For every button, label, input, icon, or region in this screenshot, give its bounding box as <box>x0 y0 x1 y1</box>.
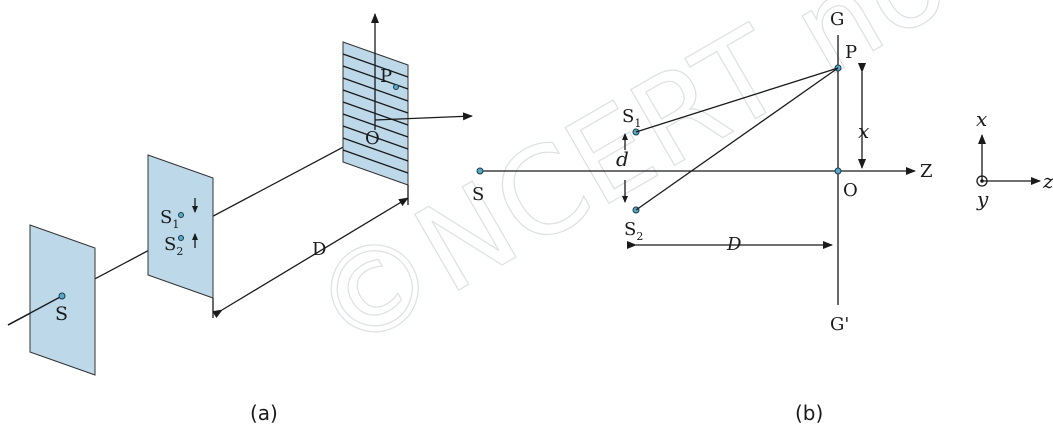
legend-x-label: x <box>976 107 987 131</box>
point-p-a <box>393 84 399 90</box>
source-point <box>58 292 66 300</box>
height-label: x <box>858 119 869 143</box>
point-o-label-b: O <box>843 180 858 201</box>
svg-text:©NCERT not to be republished: ©NCERT not to be republished <box>289 0 1053 381</box>
z-axis-label: Z <box>920 161 933 182</box>
source-point-b <box>476 167 484 175</box>
slit-screen <box>147 154 214 299</box>
point-o-label-a: O <box>365 128 380 149</box>
distance-label-a: D <box>312 239 326 260</box>
legend-z-label: z <box>1042 169 1053 193</box>
screen-horizontal-arrow <box>374 112 473 121</box>
figure-b: S Z G G' P O S1 S2 d D x (b) <box>472 9 933 425</box>
point-p-label-b: P <box>845 42 857 63</box>
watermark: ©NCERT not to be republished <box>289 0 1053 382</box>
legend-y-axis-dot <box>980 179 984 183</box>
ray-s1-p <box>635 67 839 133</box>
axes-legend: x y z <box>976 107 1053 211</box>
point-p-label-a: P <box>380 66 392 87</box>
figure-a: S S1 S2 P O D <box>7 13 473 425</box>
slit2-label-a: S2 <box>164 234 183 258</box>
source-label-a: S <box>55 303 68 325</box>
legend-y-axis-circle <box>976 175 988 187</box>
caption-a: (a) <box>250 401 278 425</box>
distance-d-arrow <box>212 197 409 319</box>
separation-label: d <box>616 147 629 171</box>
screen-top-label: G <box>830 9 844 30</box>
slit2-point <box>178 235 184 241</box>
caption-b: (b) <box>795 401 823 425</box>
point-o-b <box>834 167 842 175</box>
slit2-label-b: S2 <box>624 219 643 243</box>
slit1-label-b: S1 <box>622 106 641 130</box>
slit1-label-a: S1 <box>160 207 179 231</box>
ray-s2-p <box>635 67 839 211</box>
distance-label-b: D <box>726 234 742 255</box>
slit1-point <box>178 212 184 218</box>
source-label-b: S <box>472 184 484 205</box>
source-screen <box>29 224 96 376</box>
legend-y-label: y <box>976 187 989 211</box>
screen-bottom-label: G' <box>830 314 849 335</box>
axis-segment <box>7 295 63 326</box>
